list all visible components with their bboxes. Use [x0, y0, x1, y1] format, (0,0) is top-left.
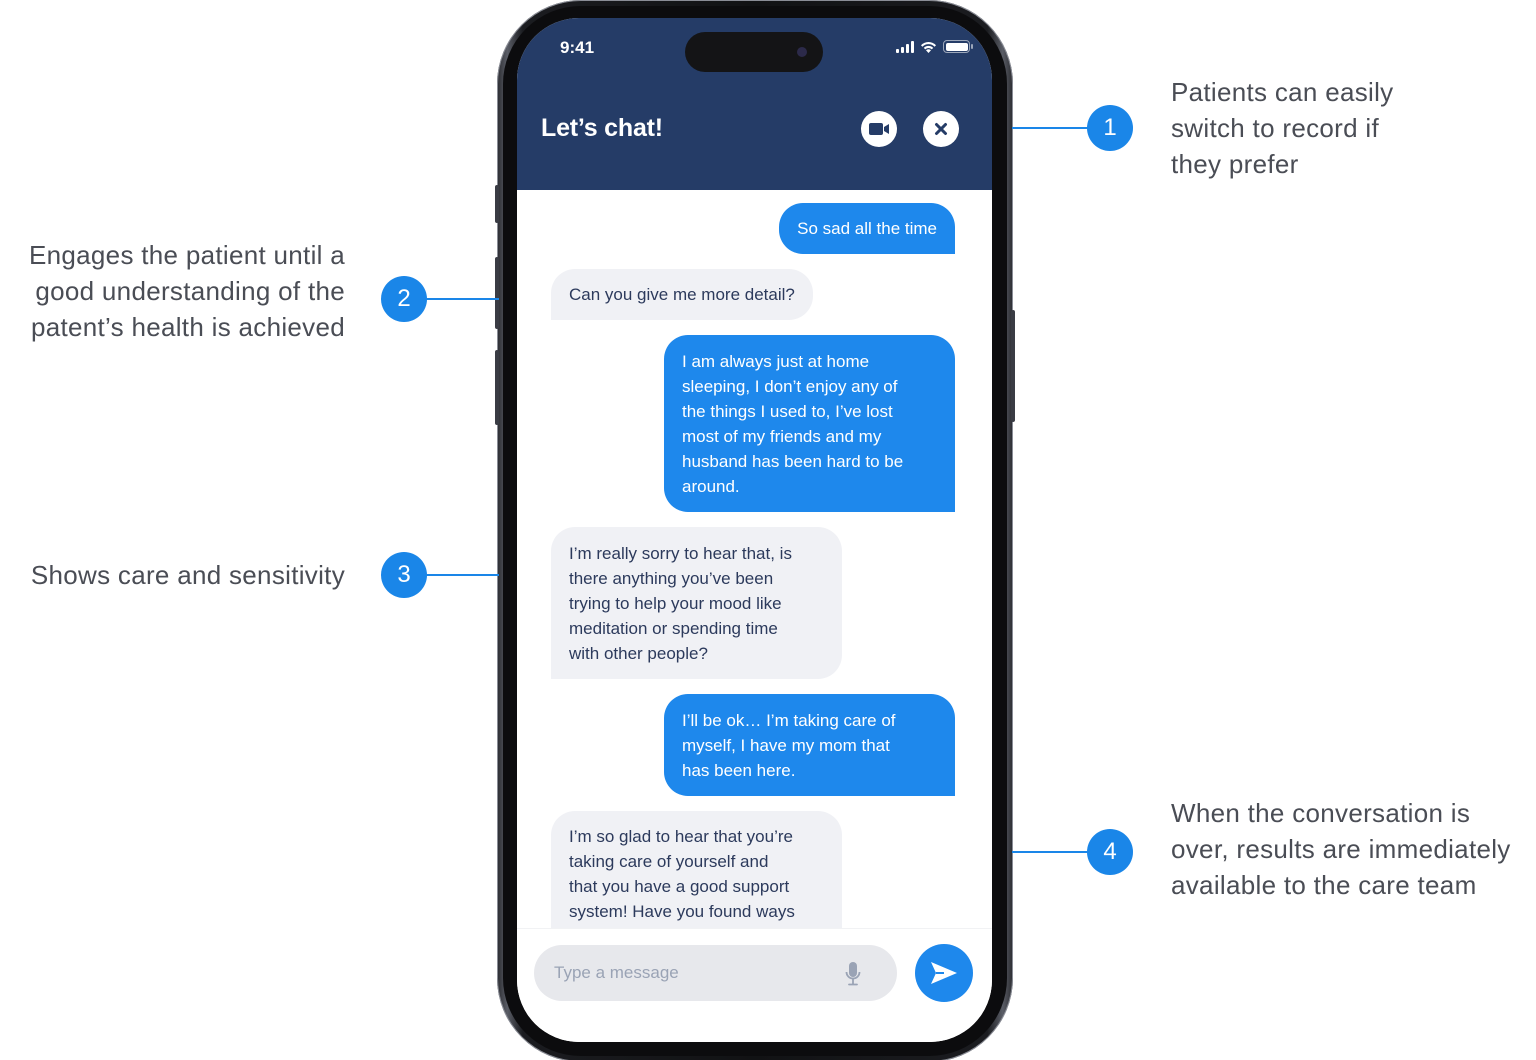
annotation-text-1: Patients can easily switch to record if … — [1171, 77, 1394, 179]
annotation-marker-4: 4 — [1087, 829, 1133, 875]
message-text: I’m so glad to hear that you’re taking c… — [569, 827, 795, 921]
chat-header: 9:41 Let’s chat! — [517, 18, 992, 190]
power-button — [1011, 310, 1015, 422]
annotation-text-4: When the conversation is over, results a… — [1171, 798, 1511, 900]
message-composer — [517, 928, 992, 1042]
message-text: I’ll be ok… I’m taking care of myself, I… — [682, 710, 896, 780]
send-button[interactable] — [915, 944, 973, 1002]
chat-message-list[interactable]: So sad all the time Can you give me more… — [517, 190, 992, 928]
front-camera — [797, 47, 807, 57]
phone-screen: 9:41 Let’s chat! — [517, 18, 992, 1042]
microphone-icon[interactable] — [844, 961, 862, 987]
volume-down-button — [495, 350, 499, 425]
annotation-connector — [1012, 127, 1092, 129]
send-icon — [931, 962, 957, 984]
dynamic-island — [685, 32, 823, 72]
message-bubble-bot: I’m so glad to hear that you’re taking c… — [551, 811, 842, 928]
close-icon — [935, 123, 947, 135]
video-camera-icon — [869, 123, 889, 135]
wifi-icon — [921, 41, 936, 53]
cellular-signal-icon — [896, 40, 914, 53]
message-input[interactable] — [534, 945, 897, 1001]
phone-frame: 9:41 Let’s chat! — [495, 0, 1015, 1060]
message-text: I’m really sorry to hear that, is there … — [569, 543, 792, 663]
status-time: 9:41 — [560, 38, 595, 57]
message-text: Can you give me more detail? — [569, 285, 795, 304]
action-button — [495, 185, 499, 223]
message-bubble-bot: I’m really sorry to hear that, is there … — [551, 527, 842, 679]
annotation-marker-1: 1 — [1087, 105, 1133, 151]
page-title: Let’s chat! — [541, 114, 663, 142]
volume-up-button — [495, 257, 499, 329]
annotation-connector — [1012, 851, 1092, 853]
annotation-marker-3: 3 — [381, 552, 427, 598]
message-text: I am always just at home sleeping, I don… — [682, 351, 904, 496]
message-bubble-bot: Can you give me more detail? — [551, 269, 813, 320]
video-record-button[interactable] — [861, 111, 897, 147]
message-bubble-user: I’ll be ok… I’m taking care of myself, I… — [664, 694, 955, 796]
annotation-text-3: Shows care and sensitivity — [30, 560, 345, 590]
message-text: So sad all the time — [797, 219, 937, 238]
message-bubble-user: So sad all the time — [779, 203, 955, 254]
battery-icon — [943, 40, 973, 53]
annotation-text-2: Engages the patient until a good underst… — [29, 240, 345, 342]
annotation-connector — [420, 574, 499, 576]
status-icons — [896, 40, 973, 53]
annotation-marker-2: 2 — [381, 276, 427, 322]
annotation-connector — [420, 298, 499, 300]
message-bubble-user: I am always just at home sleeping, I don… — [664, 335, 955, 512]
close-button[interactable] — [923, 111, 959, 147]
